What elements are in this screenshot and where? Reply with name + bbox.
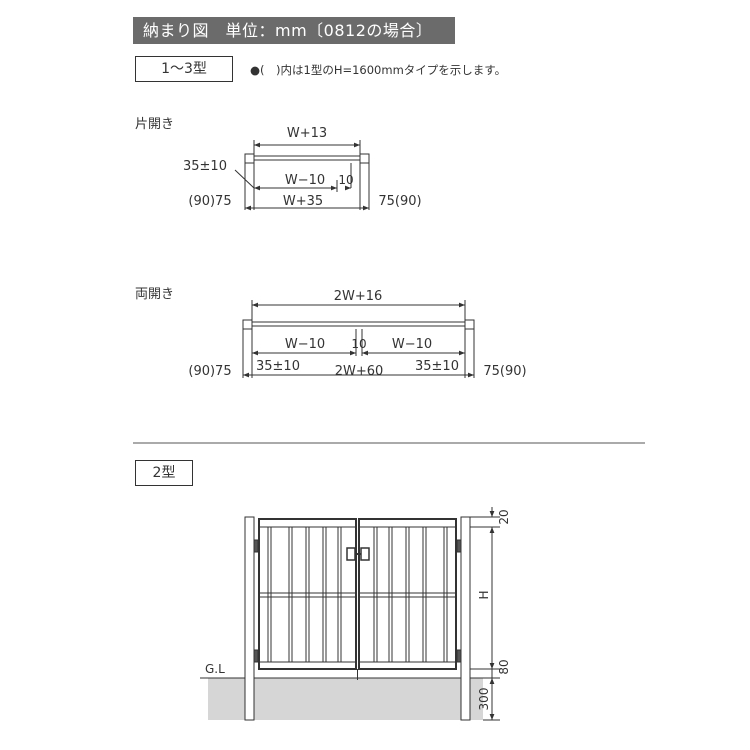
- double-swing-label: 両開き: [135, 287, 175, 302]
- double-gap-dim: 10: [351, 337, 366, 351]
- double-swing-plan: [242, 300, 475, 378]
- single-swing-label: 片開き: [135, 117, 175, 132]
- right-post: [460, 516, 471, 721]
- left-post: [244, 153, 255, 164]
- right-post: [464, 319, 475, 330]
- single-left-tol: 35±10: [183, 159, 227, 174]
- single-left-side: (90)75: [188, 194, 231, 209]
- double-bottom-dim: 2W+60: [335, 364, 384, 379]
- diagram-title: 納まり図 単位：mm〔0812の場合〕: [133, 17, 455, 44]
- type-2-label: 2型: [135, 460, 193, 486]
- double-right-side: 75(90): [483, 364, 526, 379]
- note-text: ●( )内は1型のH=1600mmタイプを示します。: [250, 63, 507, 77]
- elevation-dims: [470, 507, 500, 721]
- single-gap-dim: 10: [338, 173, 353, 187]
- single-bottom-dim: W+35: [283, 194, 323, 209]
- elevation-height-dim: H: [477, 590, 491, 599]
- single-swing-plan: [234, 140, 370, 211]
- left-post: [244, 516, 255, 721]
- single-inner-dim: W−10: [285, 173, 325, 188]
- right-post: [359, 153, 370, 164]
- elevation-top-dim: 20: [497, 509, 511, 524]
- double-top-dim: 2W+16: [334, 289, 383, 304]
- double-right-inner: W−10: [392, 337, 432, 352]
- double-left-inner: W−10: [285, 337, 325, 352]
- type-1-3-label: 1〜3型: [135, 56, 233, 82]
- single-top-dim: W+13: [287, 126, 327, 141]
- gate-elevation: [244, 516, 471, 721]
- double-left-tol: 35±10: [256, 359, 300, 374]
- double-right-tol: 35±10: [415, 359, 459, 374]
- elevation-embed-depth: 300: [477, 688, 491, 711]
- left-post: [242, 319, 253, 330]
- elevation-bottom-gap: 80: [497, 659, 511, 674]
- double-left-side: (90)75: [188, 364, 231, 379]
- gl-label: G.L: [205, 662, 225, 676]
- single-right-side: 75(90): [378, 194, 421, 209]
